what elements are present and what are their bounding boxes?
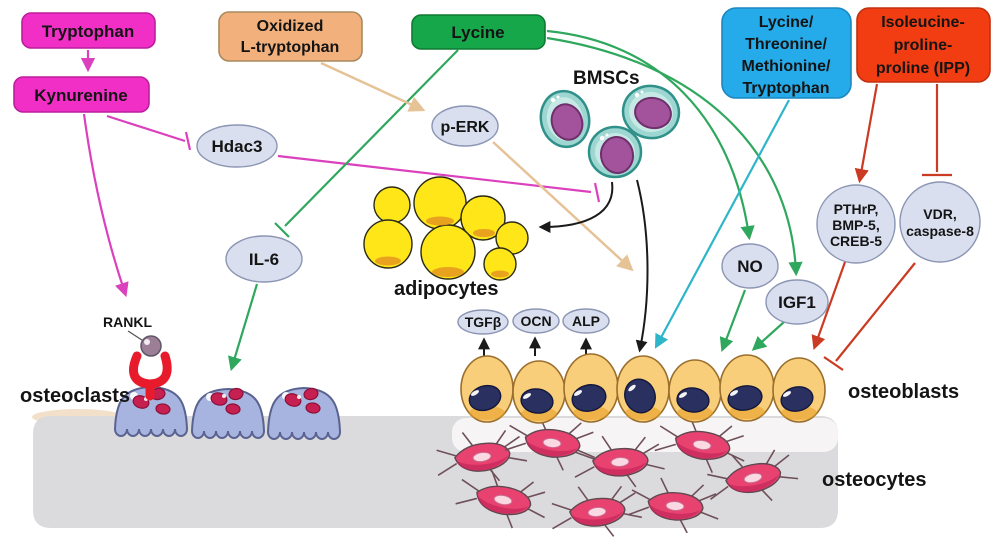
arrow-il6-to-osteoclast xyxy=(228,283,259,372)
osteoblast-cell xyxy=(668,359,722,423)
alp-node xyxy=(562,308,610,334)
osteocytes-group: osteocytes xyxy=(431,410,927,538)
arrow-bmsc-to-adipocytes xyxy=(538,181,614,233)
arrow-no-to-osteoblast xyxy=(719,289,747,353)
adipocyte-cell xyxy=(373,186,411,224)
pathway-nodes: Hdac3 p-ERK IL-6 NO IGF1 PTHrP, BMP-5, C… xyxy=(196,105,981,335)
vdr-label-line2: caspase-8 xyxy=(906,223,974,239)
lycine-box xyxy=(411,14,546,50)
pthrp-node xyxy=(816,184,896,264)
arrow-lycine-to-igf1 xyxy=(546,36,803,277)
oxidized-box-line2: L-tryptophan xyxy=(241,39,340,56)
connector-lines xyxy=(80,29,952,372)
osteoclast-cell xyxy=(266,386,342,440)
amino-mix-line2: Threonine/ xyxy=(745,36,827,53)
pthrp-label-line2: BMP-5, xyxy=(832,217,879,233)
arrow-oxidized-to-perk xyxy=(320,61,426,112)
amino-mix-line4: Tryptophan xyxy=(742,80,829,97)
inhibit-kynurenine-to-hdac3 xyxy=(106,114,192,151)
amino-mix-box xyxy=(721,7,852,99)
arrow-igf1-to-osteoblast xyxy=(751,321,785,351)
pthrp-label-line1: PTHrP, xyxy=(834,201,879,217)
igf1-node xyxy=(765,279,829,325)
ipp-box xyxy=(856,7,991,83)
ipp-box-line1: Isoleucine- xyxy=(881,14,965,31)
no-label: NO xyxy=(737,257,763,276)
no-node xyxy=(721,243,779,289)
hdac3-node xyxy=(196,124,278,168)
adipocytes-label: adipocytes xyxy=(394,278,498,300)
il6-node xyxy=(225,235,303,283)
arrow-bmsc-to-osteoblast xyxy=(635,179,649,353)
osteoblasts-group: osteoblasts xyxy=(460,353,959,424)
tgfb-node xyxy=(457,309,509,335)
inhibit-ipp-to-vdr xyxy=(922,84,952,177)
bmscs-label: BMSCs xyxy=(573,68,640,89)
arrow-aminomix-to-osteoblast xyxy=(654,99,790,349)
vdr-node xyxy=(899,181,981,263)
adipocyte-cell xyxy=(483,247,517,281)
ipp-box-line3: proline (IPP) xyxy=(876,60,970,77)
osteoblast-cell xyxy=(719,354,775,422)
bmsc-cell xyxy=(587,125,643,179)
bmsc-cell xyxy=(539,89,591,149)
lycine-box-label: Lycine xyxy=(451,23,504,42)
oxidized-box-line1: Oxidized xyxy=(257,18,324,35)
amino-mix-line3: Methionine/ xyxy=(742,58,831,75)
osteoclast-cell xyxy=(190,387,266,439)
pthrp-label-line3: CREB-5 xyxy=(830,233,882,249)
vdr-label-line1: VDR, xyxy=(923,206,956,222)
hdac3-label: Hdac3 xyxy=(211,137,262,156)
bmsc-group: BMSCs xyxy=(539,68,681,179)
arrow-kynurenine-to-rankl xyxy=(82,113,129,298)
osteoclasts-label: osteoclasts xyxy=(20,385,130,407)
igf1-label: IGF1 xyxy=(778,293,816,312)
inhibit-hdac3-to-bmsc xyxy=(277,154,601,203)
osteoclasts-group: RANKL osteoclasts xyxy=(20,314,342,440)
tgfb-label: TGFβ xyxy=(465,314,502,330)
arrow-pthrp-to-osteoblast xyxy=(811,261,847,351)
rankl-ligand-icon xyxy=(140,335,162,357)
adipocyte-cell xyxy=(363,219,413,269)
tryptophan-box xyxy=(21,12,156,49)
osteoblast-cell xyxy=(512,360,566,424)
alp-label: ALP xyxy=(572,313,600,329)
rankl-ligand-highlight xyxy=(144,339,150,345)
osteoblast-cell xyxy=(616,355,670,423)
oxidized-tryptophan-box xyxy=(218,11,363,62)
adipocyte-cell xyxy=(420,224,476,280)
ocn-label: OCN xyxy=(520,313,551,329)
osteoclast-cell xyxy=(113,385,189,437)
bmsc-cell xyxy=(621,84,681,140)
rank-receptor-icon xyxy=(129,351,172,401)
rankl-label: RANKL xyxy=(103,314,152,330)
osteoblast-cell xyxy=(772,357,826,423)
osteoblast-cell xyxy=(563,353,619,423)
rankl-receptor-assembly: RANKL xyxy=(103,314,172,401)
perk-node xyxy=(431,105,499,147)
arrow-ipp-to-pthrp xyxy=(854,83,879,184)
inhibit-vdr-to-osteoblast xyxy=(823,262,916,371)
osteoid-ledge xyxy=(452,418,838,452)
amino-mix-line1: Lycine/ xyxy=(759,14,814,31)
osteocytes-label: osteocytes xyxy=(822,469,927,491)
ipp-box-line2: proline- xyxy=(894,37,953,54)
ocn-node xyxy=(512,308,560,334)
inhibit-lycine-to-il6 xyxy=(274,49,459,238)
perk-label: p-ERK xyxy=(441,119,490,136)
osteoblast-cell xyxy=(460,355,514,423)
input-boxes: Tryptophan Kynurenine Oxidized L-tryptop… xyxy=(13,7,991,113)
adipocyte-cell xyxy=(460,195,506,241)
il6-label: IL-6 xyxy=(249,250,279,269)
arrow-perk-to-osteoblast xyxy=(492,141,634,272)
tryptophan-box-label: Tryptophan xyxy=(42,22,135,41)
kynurenine-box-label: Kynurenine xyxy=(34,86,128,105)
adipocytes-group: adipocytes xyxy=(363,176,529,300)
kynurenine-box xyxy=(13,76,150,113)
osteoblasts-label: osteoblasts xyxy=(848,381,959,403)
